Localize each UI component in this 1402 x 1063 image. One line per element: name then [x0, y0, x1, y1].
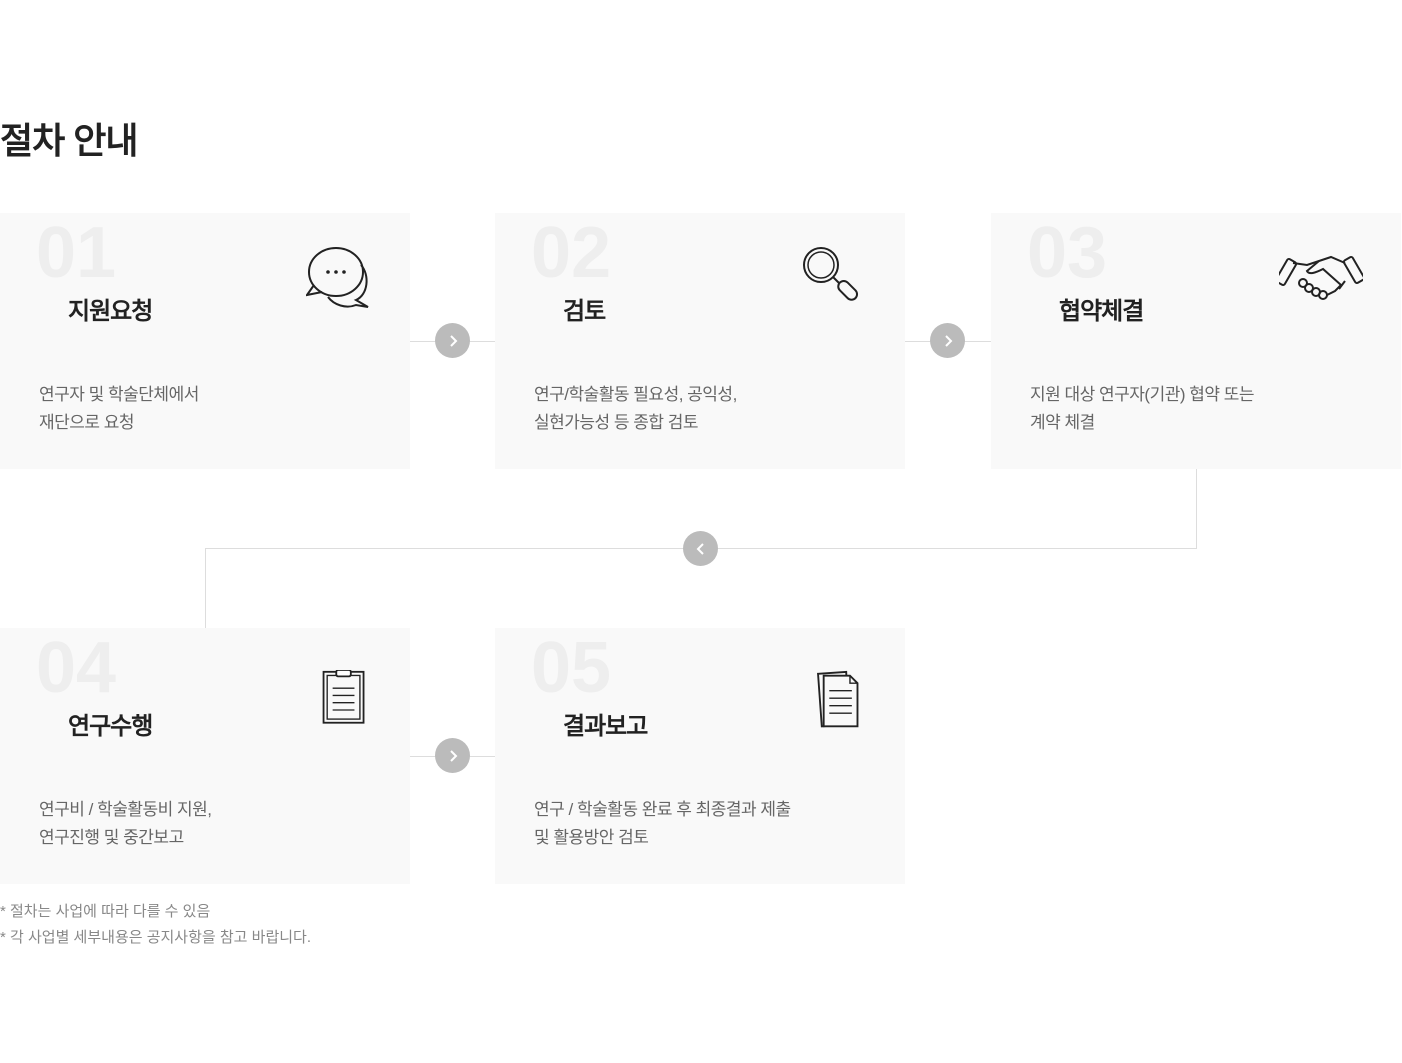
note-line: * 각 사업별 세부내용은 공지사항을 참고 바랍니다. — [0, 929, 312, 946]
step-desc-line: 실현가능성 등 종합 검토 — [534, 413, 699, 432]
step-desc-line: 재단으로 요청 — [39, 413, 135, 432]
clipboard-icon — [322, 670, 365, 724]
step-desc-line: 계약 체결 — [1030, 413, 1095, 432]
step-number: 02 — [531, 213, 612, 293]
step-desc-line: 연구비 / 학술활동비 지원, — [39, 800, 212, 819]
notes: * 절차는 사업에 따라 다를 수 있음 * 각 사업별 세부내용은 공지사항을… — [0, 899, 311, 951]
prev-arrow-button[interactable] — [683, 531, 718, 566]
chevron-right-icon — [449, 749, 457, 762]
step-title: 협약체결 — [1059, 298, 1144, 325]
step-title: 연구수행 — [68, 713, 153, 740]
step-title: 결과보고 — [563, 713, 648, 740]
step-number: 03 — [1027, 213, 1108, 293]
handshake-icon — [1279, 255, 1363, 300]
chevron-left-icon — [696, 542, 704, 555]
documents-icon — [817, 670, 859, 728]
next-arrow-button[interactable] — [435, 738, 470, 773]
connector-line — [205, 548, 206, 628]
step-desc-line: 연구진행 및 중간보고 — [39, 828, 184, 847]
connector-line — [1196, 469, 1197, 548]
step-desc-line: 연구 / 학술활동 완료 후 최종결과 제출 — [534, 800, 791, 819]
page-title: 절차 안내 — [0, 120, 138, 161]
step-desc-line: 및 활용방안 검토 — [534, 828, 649, 847]
speech-bubbles-icon — [306, 247, 369, 308]
step-number: 05 — [531, 628, 612, 708]
note-line: * 절차는 사업에 따라 다를 수 있음 — [0, 903, 211, 920]
step-card-research: 04 연구수행 연구비 / 학술활동비 지원, 연구진행 및 중간보고 — [0, 628, 410, 884]
step-title: 지원요청 — [68, 298, 153, 325]
step-card-review: 02 검토 연구/학술활동 필요성, 공익성, 실현가능성 등 종합 검토 — [495, 213, 905, 469]
next-arrow-button[interactable] — [435, 323, 470, 358]
next-arrow-button[interactable] — [930, 323, 965, 358]
step-number: 01 — [36, 213, 117, 293]
step-number: 04 — [36, 628, 117, 708]
step-desc-line: 연구/학술활동 필요성, 공익성, — [534, 385, 737, 404]
step-desc-line: 연구자 및 학술단체에서 — [39, 385, 199, 404]
chevron-right-icon — [944, 334, 952, 347]
magnifier-icon — [803, 247, 859, 301]
step-title: 검토 — [563, 298, 606, 325]
chevron-right-icon — [449, 334, 457, 347]
step-desc-line: 지원 대상 연구자(기관) 협약 또는 — [1030, 385, 1255, 404]
